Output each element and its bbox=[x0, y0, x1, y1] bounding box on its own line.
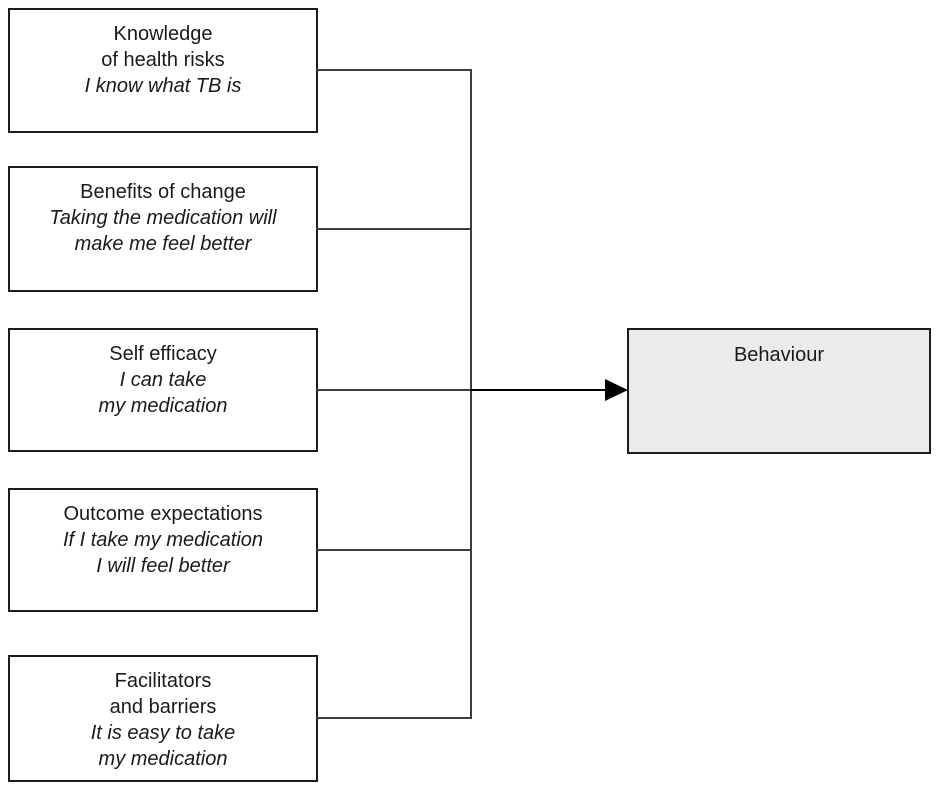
factor-box-facilitators-and-barriers: Facilitators and barriers It is easy to … bbox=[8, 655, 318, 782]
outcome-label: Behaviour bbox=[733, 344, 825, 366]
factor-title-line: Knowledge bbox=[113, 23, 213, 45]
arrow-shaft bbox=[470, 389, 608, 391]
connector-line-knowledge bbox=[316, 69, 472, 71]
factor-box-knowledge-of-health-risks: Knowledge of health risks I know what TB… bbox=[8, 8, 318, 133]
connector-line-self-efficacy bbox=[316, 389, 472, 391]
factor-title-line: and barriers bbox=[109, 696, 217, 718]
factor-quote-line: make me feel better bbox=[74, 233, 252, 255]
factor-quote-line: If I take my medication bbox=[62, 529, 264, 551]
factor-quote-line: It is easy to take bbox=[90, 722, 236, 744]
trunk-line bbox=[470, 69, 472, 719]
outcome-box-behaviour: Behaviour bbox=[627, 328, 931, 454]
factor-title-line: of health risks bbox=[101, 49, 225, 71]
factor-box-outcome-expectations: Outcome expectations If I take my medica… bbox=[8, 488, 318, 612]
factor-quote-line: I can take bbox=[119, 369, 207, 391]
factor-quote-line: my medication bbox=[98, 748, 228, 770]
factor-box-self-efficacy: Self efficacy I can take my medication bbox=[8, 328, 318, 452]
factor-title-line: Benefits of change bbox=[80, 181, 246, 203]
factor-title-line: Outcome expectations bbox=[63, 503, 263, 525]
factor-quote-line: I will feel better bbox=[96, 555, 230, 577]
factor-quote-line: Taking the medication will bbox=[49, 207, 277, 229]
arrow-head-icon bbox=[605, 379, 628, 401]
connector-line-benefits bbox=[316, 228, 472, 230]
connector-line-facilitators bbox=[316, 717, 472, 719]
factor-title-line: Facilitators bbox=[114, 670, 212, 692]
factor-title-line: Self efficacy bbox=[109, 343, 217, 365]
factor-quote-line: I know what TB is bbox=[84, 75, 242, 97]
factor-box-benefits-of-change: Benefits of change Taking the medication… bbox=[8, 166, 318, 292]
connector-line-outcome-expectations bbox=[316, 549, 472, 551]
factor-quote-line: my medication bbox=[98, 395, 228, 417]
